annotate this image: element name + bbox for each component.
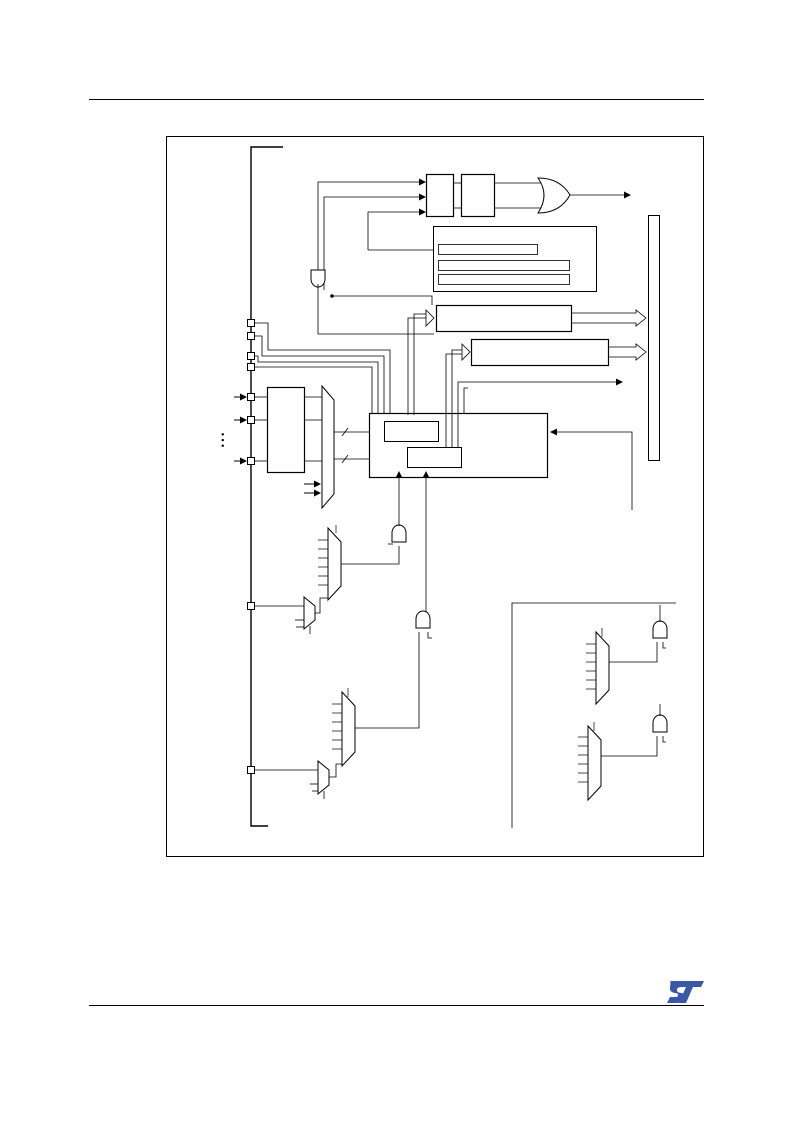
or-gate	[537, 177, 571, 214]
st-logo-icon	[667, 981, 704, 1003]
top-register-inputs	[317, 178, 436, 290]
injected-trigger-mux-inputs	[332, 688, 349, 750]
regular-trigger-mux-inputs	[318, 525, 337, 586]
pin-3	[247, 352, 255, 360]
regular-ext-trigger-wires	[254, 597, 328, 634]
regular-trigger-mux	[327, 526, 342, 602]
data-register-1-arrow	[407, 309, 647, 415]
and-gate-injected	[415, 610, 431, 629]
pin-9	[247, 766, 255, 774]
config-register-2	[438, 260, 570, 271]
injected-ext-trigger-mux	[317, 759, 330, 796]
pin-ellipsis: • • •	[218, 433, 228, 447]
and-gate-regular	[391, 524, 407, 543]
data-register-1	[435, 304, 573, 333]
inset-and-gate-1	[652, 620, 668, 639]
inset-panel-frame	[511, 602, 676, 828]
config-register-3	[438, 274, 570, 285]
watchdog-reg-2	[460, 173, 496, 218]
figure-frame	[166, 136, 704, 857]
pin-6	[247, 416, 255, 424]
mux-extra-inputs	[304, 480, 321, 497]
pin-5	[247, 393, 255, 401]
pin-2	[247, 332, 255, 340]
header-rule	[89, 99, 704, 100]
footer-rule	[89, 1005, 704, 1006]
inset-mux-1-inputs	[586, 628, 603, 690]
injected-ext-trigger-wires	[254, 763, 342, 799]
pin-7	[247, 457, 255, 465]
input-switch-block	[266, 386, 306, 474]
flag-output-line	[457, 378, 623, 447]
config-register-1	[438, 244, 538, 255]
injected-channels-block	[407, 447, 462, 468]
data-register-2-arrow	[445, 343, 647, 447]
inset-and-gate-2	[652, 714, 668, 733]
inset-and-gate-1-wires	[609, 605, 666, 663]
channel-multiplexer	[321, 384, 335, 510]
left-pin-bus	[250, 146, 283, 827]
data-register-2	[470, 338, 610, 367]
regular-ext-trigger-mux	[303, 595, 316, 631]
regular-channels-block	[384, 421, 439, 442]
flag-output-line-2	[463, 387, 468, 413]
data-bus-bar	[648, 215, 660, 461]
watchdog-reg-links	[453, 182, 541, 209]
and-gate-top-wires	[317, 284, 434, 335]
and-gate-top	[310, 269, 326, 288]
inset-mux-2-inputs	[578, 722, 595, 783]
inset-mux-2	[587, 724, 602, 802]
inset-and-gate-2-wires	[601, 704, 666, 757]
pin-routing	[254, 322, 391, 462]
pin-1	[247, 319, 255, 327]
and-gate-regular-wires	[341, 471, 403, 565]
inset-mux-1	[595, 630, 610, 706]
pin-4	[247, 363, 255, 371]
trigger-line-right	[550, 428, 633, 510]
watchdog-reg-1	[425, 173, 455, 218]
and-gate-injected-wires	[355, 471, 432, 729]
block-to-mux-lines	[305, 396, 322, 462]
pin-8	[247, 602, 255, 610]
injected-trigger-mux	[341, 690, 356, 768]
input-arrows	[234, 393, 247, 465]
